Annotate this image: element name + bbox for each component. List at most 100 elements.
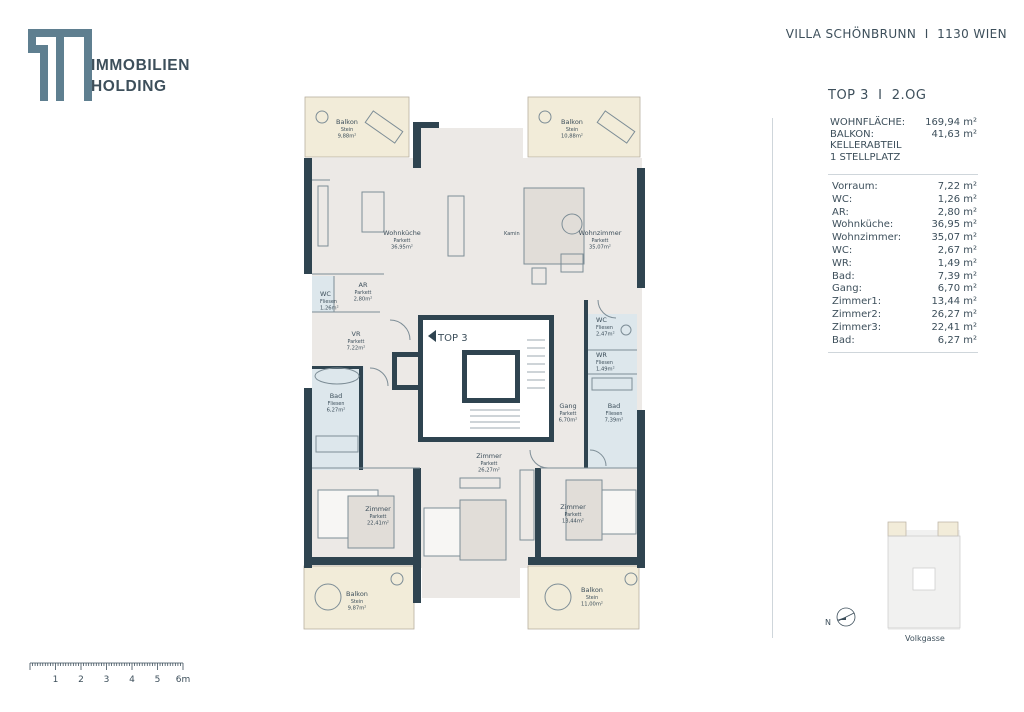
room-list-row: Zimmer2: 26,27 m² [832, 309, 977, 322]
plan-walls [304, 122, 645, 603]
room-area: 10,88m² [561, 134, 583, 140]
room-list-value: 36,95 m² [931, 219, 977, 231]
room-floor: Parkett [394, 238, 411, 244]
project-title: VILLA SCHÖNBRUNN I 1130 WIEN [785, 27, 1007, 41]
balcony-sw [303, 565, 415, 630]
room-list-row: Wohnküche:36,95 m² [832, 219, 977, 232]
room-list-value: 26,27 m² [931, 308, 977, 320]
room-floor: Fliesen [328, 401, 345, 407]
room-list-row: WC: 2,67 m² [832, 245, 977, 258]
room-floor: Fliesen [596, 325, 613, 331]
plan-stairs [470, 339, 545, 429]
summary-row: WOHNFLÄCHE: 169,94 m² [830, 117, 977, 129]
room-floor: Stein [341, 127, 353, 133]
room-list-label: WC: [832, 244, 853, 256]
divider [828, 174, 978, 175]
room-area: 13,44m² [562, 519, 584, 525]
room-list-label: Zimmer1: [832, 296, 882, 308]
unit-title: TOP 3 I 2.OG [828, 88, 927, 103]
summary-label: WOHNFLÄCHE: [830, 117, 906, 128]
room-list-row: Bad: 6,27 m² [832, 335, 977, 348]
company-logo [28, 29, 92, 101]
room-list-row: Zimmer1:13,44 m² [832, 296, 977, 309]
room-floor: Stein [586, 595, 598, 601]
room-list-row: WR:1,49 m² [832, 258, 977, 271]
brand-name: IMMOBILIEN HOLDING [91, 55, 190, 97]
extra-item: KELLERABTEIL [830, 140, 902, 151]
room-list-label: Bad: [832, 334, 855, 346]
room-list-row: Zimmer3: 22,41 m² [832, 322, 977, 335]
room-list-label: Zimmer3: [832, 321, 882, 333]
room-name: Zimmer [560, 503, 586, 511]
street-name: Volkgasse [905, 634, 945, 643]
room-list-value: 22,41 m² [931, 321, 977, 333]
summary-value: 169,94 m² [925, 117, 977, 128]
extra-item: 1 STELLPLATZ [830, 151, 901, 163]
room-area: 1,26m² [320, 306, 339, 312]
room-list-value: 6,70 m² [937, 283, 977, 295]
room-area: 1,49m² [596, 367, 615, 373]
room-floor: Fliesen [320, 299, 337, 305]
room-name: Zimmer [365, 505, 391, 513]
room-name: Balkon [581, 586, 603, 594]
room-list-label: Vorraum: [832, 181, 878, 192]
room-area: 2,47m² [596, 332, 615, 338]
room-area: 36,95m² [391, 245, 413, 251]
room-name: Balkon [336, 118, 358, 126]
room-list-value: 2,67 m² [937, 244, 977, 256]
room-name: Wohnzimmer [579, 229, 622, 237]
scale-label: 3 [104, 675, 110, 685]
key-plan [887, 521, 961, 630]
room-name: Bad [608, 402, 621, 410]
room-list-value: 1,26 m² [937, 193, 977, 205]
scale-label: 5 [155, 675, 161, 685]
room-list-row: Vorraum:7,22 m² [832, 181, 977, 194]
room-list-value: 7,39 m² [937, 270, 977, 282]
balcony-se [527, 565, 640, 630]
room-list-value: 1,49 m² [937, 257, 977, 269]
room-list-row: WC:1,26 m² [832, 194, 977, 207]
room-name: Gang [559, 402, 576, 410]
divider [772, 118, 773, 638]
balcony-furniture [314, 110, 638, 611]
room-floor: Parkett [348, 339, 365, 345]
brand-line-2: HOLDING [91, 78, 167, 95]
summary-value: 41,63 m² [931, 128, 977, 140]
room-floor: Parkett [592, 238, 609, 244]
scale-label: 6m [176, 675, 191, 685]
room-list-value: 6,27 m² [937, 334, 977, 346]
room-list-label: Gang: [832, 283, 862, 295]
room-floor: Fliesen [606, 411, 623, 417]
logo-mark-icon [28, 29, 92, 101]
room-area: 11,00m² [581, 602, 603, 608]
room-floor: Fliesen [596, 360, 613, 366]
summary-row: BALKON: 41,63 m² [830, 129, 977, 141]
summary-label: BALKON: [830, 128, 875, 140]
room-floor: Parkett [565, 512, 582, 518]
scale-label: 4 [129, 675, 135, 685]
room-area: 22,41m² [367, 521, 389, 527]
room-name: Zimmer [476, 452, 502, 460]
room-list-label: Zimmer2: [832, 308, 882, 320]
room-area: 6,70m² [559, 418, 578, 424]
scale-label: 2 [78, 675, 84, 685]
room-area: 26,27m² [478, 468, 500, 474]
balcony-nw [304, 96, 410, 158]
area-summary: WOHNFLÄCHE: 169,94 m² BALKON: 41,63 m² KEL… [830, 117, 977, 163]
room-name: Balkon [561, 118, 583, 126]
north-label: N [825, 618, 831, 627]
